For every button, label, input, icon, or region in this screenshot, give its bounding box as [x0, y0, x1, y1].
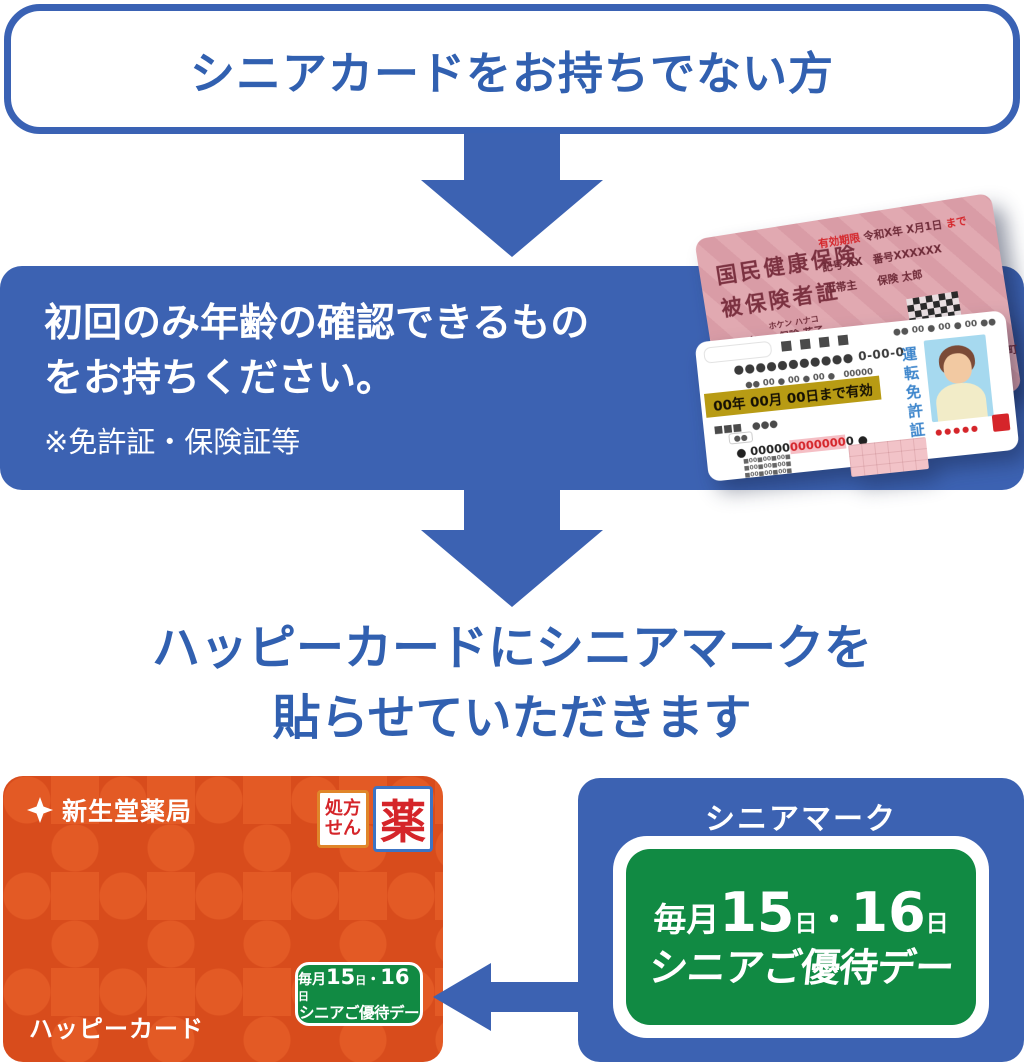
pharmacy-brand-row: 新生堂薬局 [27, 792, 192, 828]
happy-card: 新生堂薬局 処方 せん 薬 毎月15日・16日 シニアご優待デー ハッピーカード [3, 776, 443, 1062]
prescription-badge-kanji: 薬 [373, 786, 433, 852]
sticker-caption: シニアご優待デー [298, 1003, 420, 1022]
banner-note: ※免許証・保険証等 [44, 424, 301, 459]
license-photo [923, 334, 994, 423]
banner-line2: をお持ちください。 [44, 356, 396, 402]
senior-mark-dates: 毎月15日・16日 [653, 880, 949, 944]
result-heading: ハッピーカードにシニアマークを 貼らせていただきます [0, 614, 1024, 753]
senior-mark-sticker: 毎月15日・16日 シニアご優待デー [295, 962, 423, 1026]
avatar-body [934, 380, 989, 423]
senior-mark-caption: シニアご優待デー [646, 946, 956, 992]
down-arrow-icon [421, 133, 603, 258]
left-arrow-icon [433, 963, 583, 1031]
license-pair-box: ●● [728, 431, 754, 445]
banner-line1: 初回のみ年齢の確認できるもの [44, 301, 590, 346]
license-red-square [991, 413, 1011, 432]
result-line2: 貼らせていただきます [272, 689, 752, 746]
result-line1: ハッピーカードにシニアマークを [151, 620, 872, 676]
sticker-dates: 毎月15日・16日 [298, 964, 410, 1004]
senior-mark-label: シニアマーク [705, 802, 897, 837]
shinseido-logo-icon [27, 797, 53, 823]
no-senior-card-box: シニアカードをお持ちでない方 [4, 4, 1020, 134]
license-red-dots: ●●●●● [934, 423, 981, 437]
senior-mark-frame: 毎月15日・16日 シニアご優待デー [613, 836, 989, 1038]
insurance-validity-row: 有効期限 令和X年 X月1日 まで [817, 214, 968, 251]
pharmacy-brand-name: 新生堂薬局 [62, 797, 193, 826]
prescription-badge-left: 処方 せん [317, 790, 369, 848]
down-arrow-icon [421, 483, 603, 608]
senior-mark-box: シニアマーク 毎月15日・16日 シニアご優待デー [578, 778, 1024, 1062]
prescription-badge: 処方 せん 薬 [317, 786, 433, 852]
no-senior-card-title: シニアカードをお持ちでない方 [189, 46, 834, 100]
happy-card-name: ハッピーカード [29, 1015, 204, 1043]
senior-mark-plate: 毎月15日・16日 シニアご優待デー [626, 849, 976, 1025]
redacted-squares [780, 334, 849, 352]
